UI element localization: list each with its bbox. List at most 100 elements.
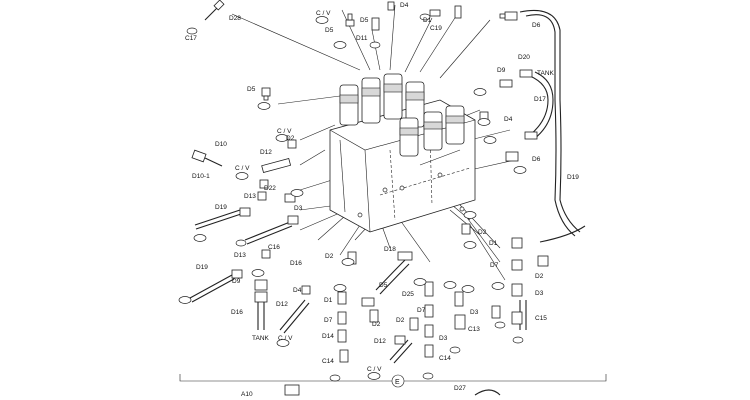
fitting-d25	[424, 281, 434, 297]
label-d18: D18	[384, 246, 396, 253]
fitting-d10	[191, 149, 223, 167]
part-labels: D28 C17 C / V D4 D5 D5 D11 D1 C19 D6 D20…	[185, 2, 579, 398]
fitting-d7-b	[511, 259, 523, 271]
fitting-d7-c	[337, 311, 347, 325]
fitting-d2-a	[287, 139, 297, 149]
fitting-d2-f	[537, 255, 549, 267]
fitting-d5-top	[345, 13, 355, 27]
label-d7-d: D7	[417, 307, 426, 314]
label-d1-b: D1	[489, 240, 498, 247]
fitting-d11	[371, 17, 380, 31]
fitting-d4-top	[387, 1, 395, 11]
label-d3-c: D3	[535, 290, 544, 297]
label-d17: D17	[534, 96, 546, 103]
fitting-d16-a	[254, 291, 268, 303]
label-d9-top: D9	[497, 67, 506, 74]
fitting-d6-right	[505, 151, 519, 162]
label-d9-b: D9	[232, 278, 241, 285]
fitting-c19	[454, 5, 462, 19]
label-c14-a: C14	[322, 358, 334, 365]
fitting-d3-b	[454, 291, 464, 307]
label-d2-b: D2	[478, 229, 487, 236]
label-tank-bottom: TANK	[252, 335, 270, 342]
label-d22: D22	[264, 185, 276, 192]
label-c19: C19	[430, 25, 442, 32]
label-d16-a: D16	[290, 260, 302, 267]
fitting-d22	[259, 179, 269, 189]
label-d5-top-b: D5	[325, 27, 334, 34]
label-c15: C15	[535, 315, 547, 322]
label-cv-b: C / V	[235, 165, 250, 172]
label-d11: D11	[356, 35, 368, 42]
fitting-d2-e	[409, 317, 419, 331]
label-d12-a: D12	[260, 149, 272, 156]
label-section-e: E	[395, 379, 400, 386]
fitting-d1-top	[429, 9, 441, 17]
label-d2-c: D2	[325, 253, 334, 260]
fitting-c16	[244, 215, 299, 245]
label-d6-right: D6	[532, 156, 541, 163]
label-a10: A10	[241, 391, 253, 398]
label-d1-top: D1	[423, 17, 432, 24]
label-tank-top: TANK	[537, 70, 555, 77]
label-cv-c: C / V	[278, 335, 293, 342]
fitting-d6-top	[499, 11, 518, 21]
label-c17: C17	[185, 35, 197, 42]
fitting-c14-a	[339, 349, 349, 363]
fitting-d3-c	[491, 305, 501, 319]
label-d4-b: D4	[293, 287, 302, 294]
label-d16-b: D16	[231, 309, 243, 316]
fitting-d14	[337, 329, 347, 343]
fitting-d27	[474, 389, 501, 396]
label-d2-d: D2	[372, 321, 381, 328]
label-d13-a: D13	[244, 193, 256, 200]
hose-d19	[519, 9, 581, 233]
label-d2-f: D2	[535, 273, 544, 280]
fitting-c15	[511, 311, 523, 325]
port-tags	[178, 13, 527, 382]
label-d5-b: D5	[379, 282, 388, 289]
label-d25: D25	[402, 291, 414, 298]
label-cv-top: C / V	[316, 10, 331, 17]
control-valve-block	[329, 73, 476, 233]
leader-lines	[231, 4, 516, 281]
section-bracket	[179, 374, 607, 382]
fitting-c14-b	[424, 344, 434, 358]
label-cv-left: C / V	[277, 128, 292, 135]
label-d4-top: D4	[400, 2, 409, 9]
label-d2-e: D2	[396, 317, 405, 324]
label-d19-right: D19	[567, 174, 579, 181]
fitting-d4-b	[301, 285, 311, 295]
label-d19-a: D19	[215, 204, 227, 211]
section-marker-circle	[391, 374, 405, 388]
fitting-d2-b	[461, 223, 471, 235]
fitting-d9-b	[254, 279, 268, 291]
label-c13: C13	[468, 326, 480, 333]
fitting-d28	[204, 0, 225, 21]
fitting-d5-b	[361, 297, 375, 307]
fitting-d3-e	[511, 283, 523, 297]
fitting-d7-d	[424, 304, 434, 318]
fitting-a10	[284, 384, 300, 396]
label-d3-a: D3	[294, 205, 303, 212]
fitting-d9-top	[499, 79, 513, 88]
fitting-d1-c	[337, 291, 347, 305]
label-d7-c: D7	[324, 317, 333, 324]
fittings	[189, 0, 549, 396]
fitting-d2-d	[369, 309, 379, 323]
fitting-d12-a	[261, 157, 292, 173]
fitting-d19-a	[194, 207, 251, 230]
label-d3-d: D3	[439, 335, 448, 342]
label-c16: C16	[268, 244, 280, 251]
fitting-d18	[397, 251, 413, 261]
label-d14: D14	[322, 333, 334, 340]
fitting-d13-a	[257, 191, 296, 203]
fitting-d3-d	[424, 324, 434, 338]
label-cv-d: C / V	[367, 366, 382, 373]
label-d6-top: D6	[532, 22, 541, 29]
label-d5-top: D5	[360, 17, 369, 24]
label-d10: D10	[215, 141, 227, 148]
fitting-d20	[519, 69, 533, 78]
label-d3-b: D3	[470, 309, 479, 316]
label-d19-b: D19	[196, 264, 208, 271]
